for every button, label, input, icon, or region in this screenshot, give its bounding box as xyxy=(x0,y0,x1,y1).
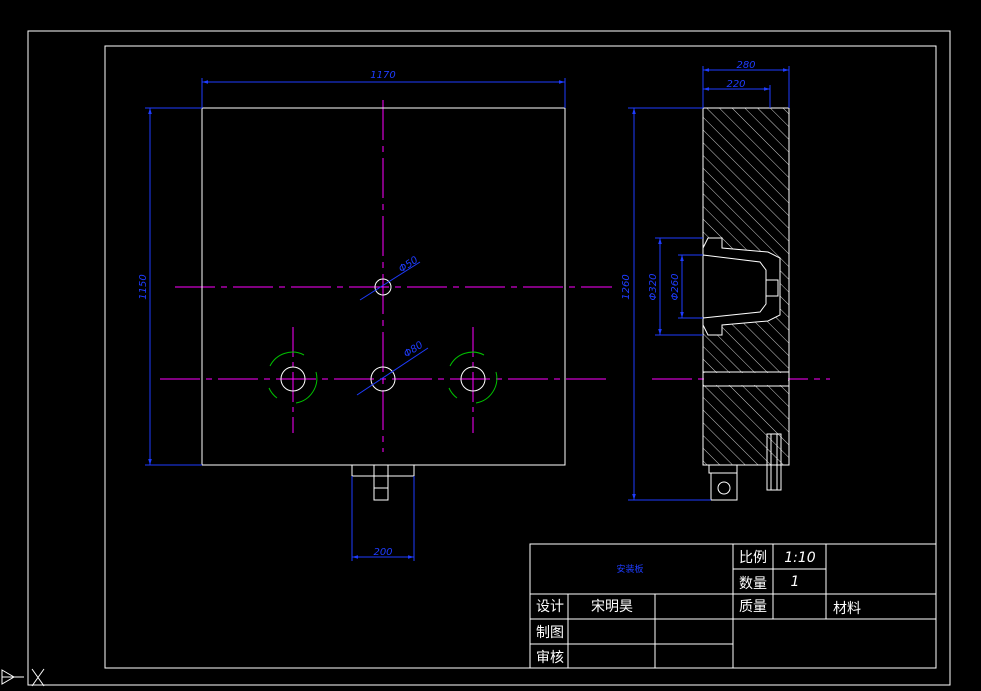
review-label: 审核 xyxy=(536,650,564,666)
hole-center xyxy=(370,366,396,392)
side-body-gap xyxy=(704,373,788,385)
dim-hole-top: Φ50 xyxy=(397,255,420,275)
part-name: 安装板 xyxy=(616,563,643,575)
drawn-label: 制图 xyxy=(536,625,564,641)
dim-groove-outer: Φ320 xyxy=(648,274,659,301)
side-body-hatched xyxy=(702,107,790,466)
quantity-value: 1 xyxy=(791,574,800,590)
side-groove xyxy=(702,254,789,387)
thread-arcs xyxy=(268,351,498,404)
dim-side-total-width: 280 xyxy=(736,60,755,71)
scale-value: 1:10 xyxy=(784,550,816,566)
bottom-lug xyxy=(351,464,415,501)
dim-front-width: 1170 xyxy=(370,70,395,81)
dim-bottom-width: 200 xyxy=(373,547,392,558)
ucs-icon xyxy=(1,668,45,687)
dim-front-height: 1150 xyxy=(138,274,149,299)
front-dimensions xyxy=(145,78,566,561)
quantity-label: 数量 xyxy=(739,576,767,592)
side-attachments xyxy=(708,433,782,501)
mass-label: 质量 xyxy=(739,599,767,615)
designer-name: 宋明昊 xyxy=(591,599,633,615)
hole-left xyxy=(280,366,306,392)
dim-side-inner-width: 220 xyxy=(726,79,745,90)
front-view: 1170 1150 Φ50 Φ80 200 xyxy=(138,70,612,561)
side-dimensions xyxy=(628,66,790,501)
front-centerlines xyxy=(160,100,612,452)
outer-frame xyxy=(27,30,951,686)
design-label: 设计 xyxy=(536,599,564,615)
scale-label: 比例 xyxy=(739,550,767,566)
hole-top xyxy=(374,278,392,296)
inner-frame xyxy=(104,45,937,669)
material-label: 材料 xyxy=(833,601,861,617)
hole-right xyxy=(460,366,486,392)
side-view: 280 220 1260 Φ320 Φ260 xyxy=(621,60,830,501)
dim-side-height: 1260 xyxy=(621,274,632,299)
title-block xyxy=(529,543,937,669)
dim-groove-inner: Φ260 xyxy=(670,274,681,301)
